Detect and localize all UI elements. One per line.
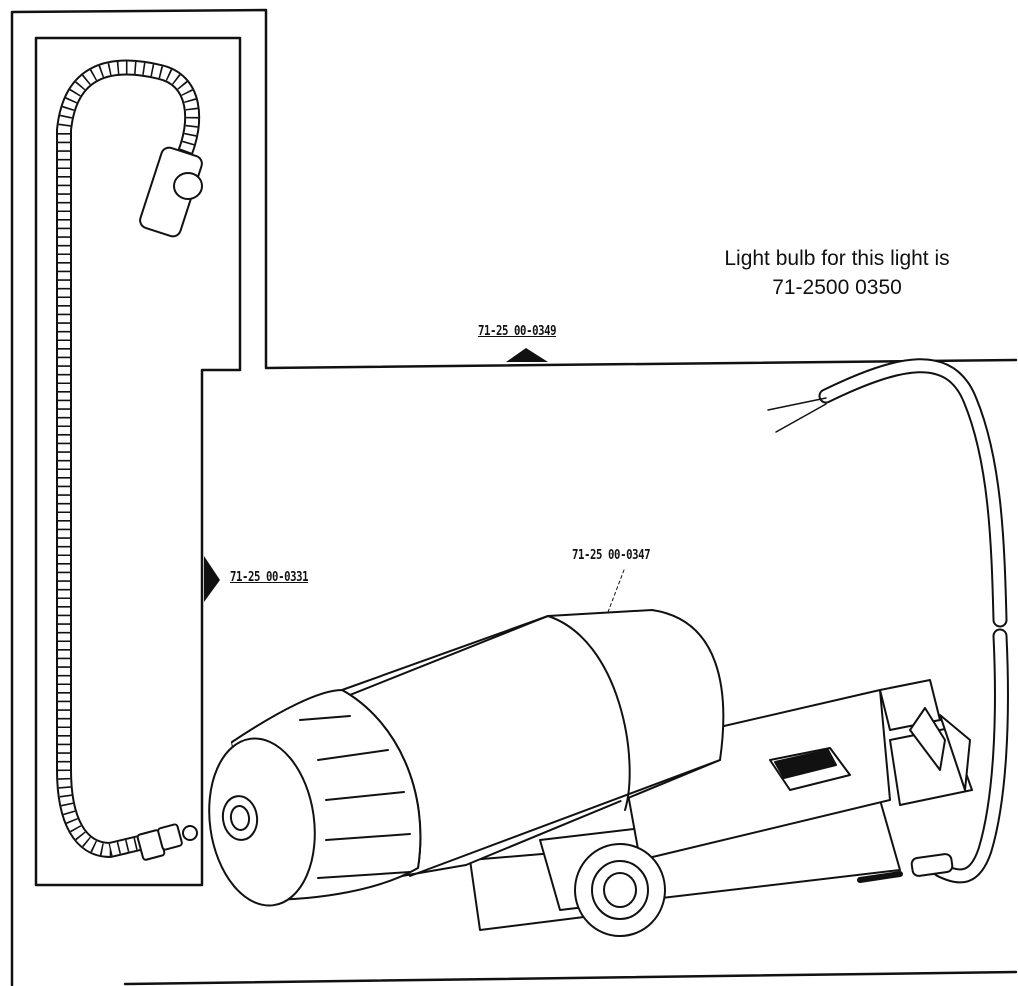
gooseneck-lamp-head [139, 146, 203, 238]
outer-frame [10, 8, 1018, 986]
bulb-note: Light bulb for this light is 71-2500 035… [672, 244, 1002, 302]
pivot-bolt [574, 843, 666, 937]
leader-line [607, 569, 625, 613]
ref-left-part-number[interactable]: 71-25 00-0331 [230, 570, 309, 585]
inset-frame [34, 36, 242, 887]
arrow-up-icon [506, 348, 548, 362]
mounting-bracket [469, 679, 973, 931]
power-cable [767, 358, 1009, 884]
bulb-note-part-number: 71-2500 0350 [772, 276, 902, 299]
lamp-body-part-number: 71-25 00-0347 [572, 548, 651, 563]
ref-arrows [204, 348, 548, 602]
lamp-bezel [208, 689, 422, 907]
bulb-note-line1: Light bulb for this light is [724, 247, 950, 270]
arrow-right-icon [204, 556, 220, 602]
ref-top-part-number[interactable]: 71-25 00-0349 [478, 324, 557, 339]
gooseneck-arm [56, 59, 201, 858]
cable-plug [857, 853, 954, 883]
gooseneck-connector [136, 823, 198, 861]
